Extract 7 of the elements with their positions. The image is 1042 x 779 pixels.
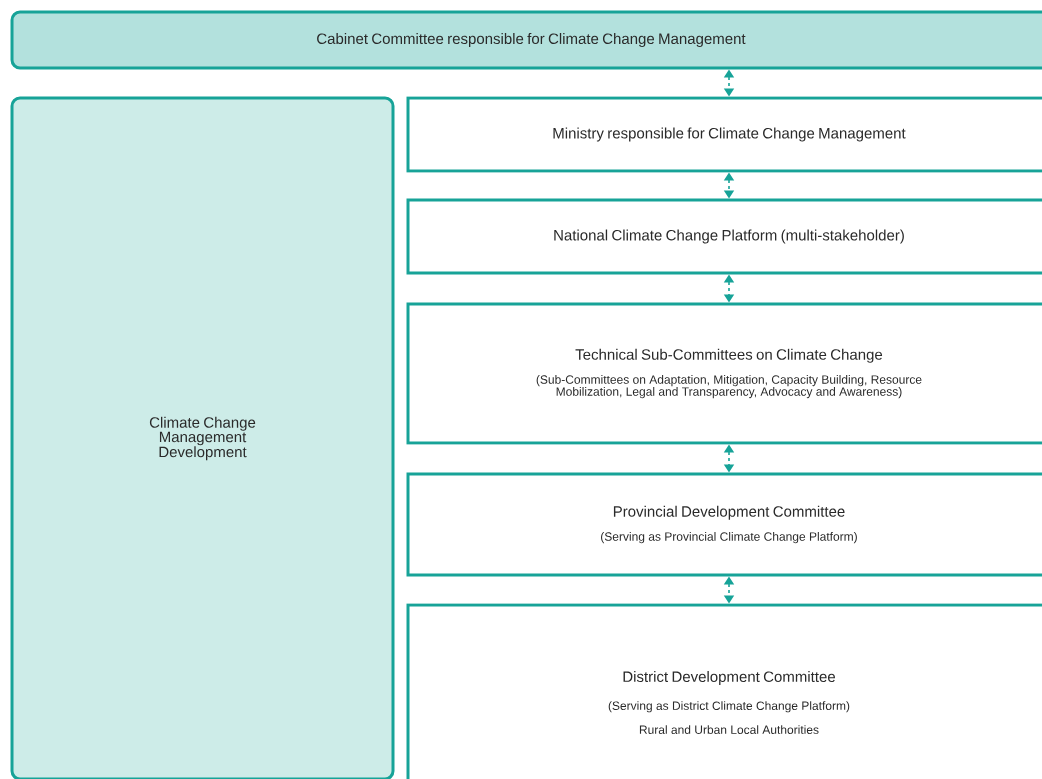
committee-box: Technical Sub-Committees on Climate Change (Sub-Committees on Adaptation, Mitigation, Capacity Building, Resource Mobilization, Legal and Transparency, Advocacy and Awareness) bbox=[406, 302, 1042, 445]
side-panel: Climate Change Management Development bbox=[10, 96, 395, 779]
committee-box: Cabinet Committee responsible for Climate Change Management bbox=[10, 10, 1042, 70]
committee-box: Provincial Development Committee (Serving as Provincial Climate Change Platform) bbox=[406, 472, 1042, 577]
committee-box: National Climate Change Platform (multi-stakeholder) bbox=[406, 198, 1042, 275]
committee-box: Ministry responsible for Climate Change Management bbox=[406, 96, 1042, 173]
committee-box: District Development Committee (Serving as District Climate Change Platform) Rural and Urban Local Authorities bbox=[406, 603, 1042, 779]
